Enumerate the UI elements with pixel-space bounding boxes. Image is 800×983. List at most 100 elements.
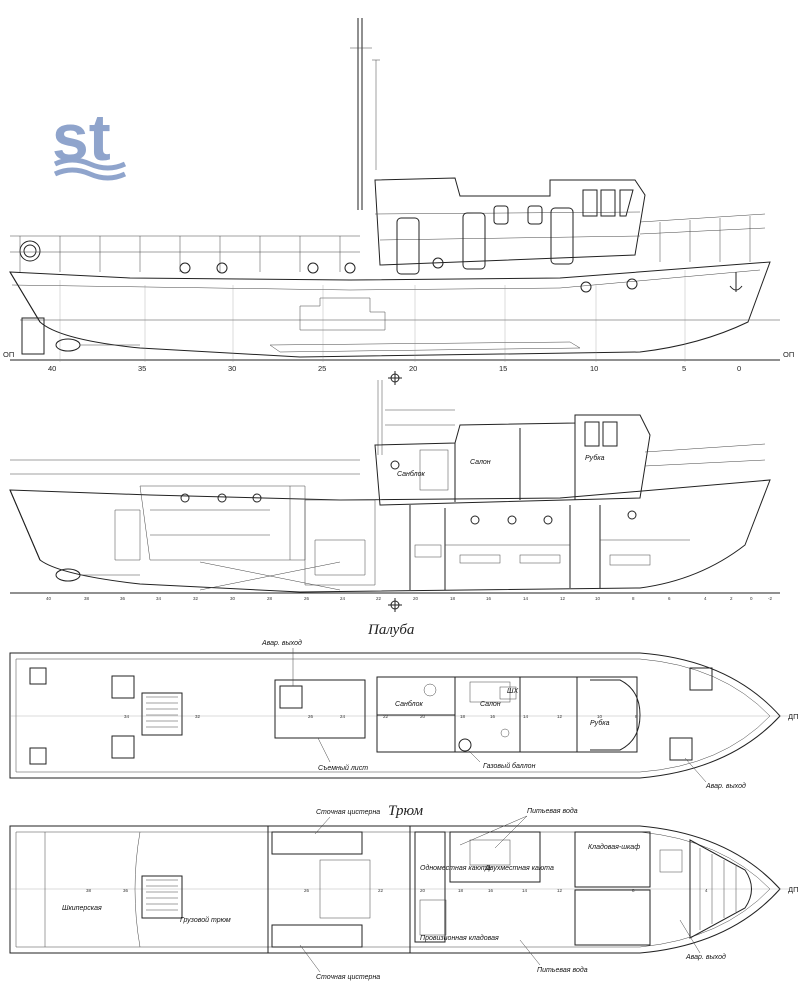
- lifebuoy-icon: [19, 240, 41, 262]
- frame-number: 38: [84, 596, 90, 601]
- profile-frame-grid: [59, 270, 686, 362]
- label-removable-sheet: Съемный лист: [318, 764, 368, 772]
- st-logo: st: [52, 100, 127, 181]
- label-emergency-exit: Авар. выход: [685, 953, 726, 961]
- sewage-tank: [271, 924, 363, 948]
- frame-number: 26: [308, 714, 314, 719]
- frame-number: 40: [48, 364, 56, 373]
- frame-number: 35: [138, 364, 146, 373]
- frame-number: 36: [120, 596, 126, 601]
- frame-number: 4: [705, 888, 708, 893]
- longitudinal-section-view: Санблок Салон Рубка 40 38 36 34 32 30 28…: [9, 380, 780, 612]
- label-salon: Салон: [480, 701, 501, 708]
- frame-number: 12: [560, 596, 566, 601]
- frame-number: 12: [557, 888, 563, 893]
- porthole-icon: [179, 257, 638, 293]
- label-sanblok: Санблок: [397, 470, 426, 478]
- frame-number: 38: [86, 888, 92, 893]
- logo-wave-icon: [53, 157, 127, 171]
- frame-number: 20: [420, 714, 426, 719]
- cargo-hatch: [141, 692, 183, 736]
- deck-title: Палуба: [367, 622, 414, 638]
- label-gas-cylinder: Газовый баллон: [483, 762, 536, 770]
- label-emergency-exit-top: Авар. выход: [261, 639, 302, 647]
- frame-number: 10: [597, 714, 603, 719]
- hold-title: Трюм: [388, 803, 423, 819]
- hold-frame-numbers: 38 36 26 22 20 18 16 14 12 8 4: [86, 888, 708, 893]
- frame-number: 24: [340, 714, 346, 719]
- anchor-icon: [729, 272, 743, 292]
- bitt-icon: [29, 667, 713, 765]
- label-double-cabin: Двухместная каюта: [484, 865, 554, 872]
- frame-number: 14: [523, 714, 529, 719]
- sewage-tank: [271, 831, 363, 855]
- frame-number: 18: [458, 888, 464, 893]
- frame-number: 34: [156, 596, 162, 601]
- frame-number: 5: [682, 364, 686, 373]
- frame-number: 8: [632, 596, 635, 601]
- double-cabin: [449, 831, 541, 883]
- door: [462, 212, 486, 270]
- frame-number: 40: [46, 596, 52, 601]
- deck-frame-numbers: 34 32 26 24 22 20 18 16 14 12 10 8: [124, 714, 638, 719]
- logo-wave-icon: [53, 167, 127, 181]
- frame-number: 22: [378, 888, 384, 893]
- frame-number: 28: [267, 596, 273, 601]
- frame-number: 22: [376, 596, 382, 601]
- frame-number: 32: [195, 714, 201, 719]
- cargo-hatch: [141, 875, 183, 919]
- frame-number: 10: [595, 596, 601, 601]
- hold-plan-view: Трюм ДП Сточная цистерна Питьевая вода: [9, 803, 798, 981]
- frame-number: 20: [409, 364, 417, 373]
- label-emergency-exit-bow: Авар. выход: [705, 782, 746, 790]
- frame-number: 14: [522, 888, 528, 893]
- profile-frame-numbers: 40 35 30 25 20 15 10 5 0: [48, 364, 741, 373]
- frame-number: 2: [730, 596, 733, 601]
- label-sh: ШХ: [507, 688, 518, 695]
- dp-label: ДП: [788, 885, 798, 894]
- label-sewage-bottom: Сточная цистерна: [316, 974, 380, 981]
- hull-profile: [9, 261, 771, 358]
- pantry-cabinet: [574, 831, 651, 888]
- label-rubka: Рубка: [585, 454, 605, 462]
- label-drinking-water-top: Питьевая вода: [527, 807, 578, 815]
- frame-number: 6: [668, 596, 671, 601]
- frame-number: 20: [420, 888, 426, 893]
- section-superstructure: [374, 414, 651, 506]
- gas-cylinder-icon: [458, 738, 472, 752]
- label-sanblok: Санблок: [395, 700, 424, 708]
- frame-number: 16: [490, 714, 496, 719]
- removable-sheet: [274, 679, 366, 739]
- label-single-cabin: Одноместная каюта: [420, 864, 491, 872]
- label-rubka: Рубка: [590, 719, 610, 727]
- section-frame-numbers: 40 38 36 34 32 30 28 26 24 22 20 18 16 1…: [46, 596, 772, 601]
- frame-number: 30: [230, 596, 236, 601]
- side-profile-view: ОП ОП 40 35 30 25 20 15 10 5 0: [3, 18, 794, 385]
- frame-number: 24: [340, 596, 346, 601]
- door: [550, 207, 574, 265]
- label-salon: Салон: [470, 459, 491, 466]
- label-skipper: Шкиперская: [62, 905, 102, 912]
- frame-number: 18: [450, 596, 456, 601]
- label-pantry-cabinet: Кладовая-шкаф: [588, 843, 640, 851]
- railing: [10, 213, 766, 272]
- midship-symbol-icon: [388, 371, 402, 385]
- frame-number: 14: [523, 596, 529, 601]
- label-sewage-top: Сточная цистерна: [316, 809, 380, 816]
- deckhouse: [374, 177, 646, 266]
- frame-number: 36: [123, 888, 129, 893]
- frame-number: 32: [193, 596, 199, 601]
- frame-number: 20: [413, 596, 419, 601]
- label-drinking-water-bottom: Питьевая вода: [537, 966, 588, 974]
- label-provision: Провизионная кладовая: [420, 934, 499, 942]
- frame-number: 26: [304, 888, 310, 893]
- midship-symbol-icon: [388, 598, 402, 612]
- frame-number: 22: [383, 714, 389, 719]
- frame-number: 8: [635, 714, 638, 719]
- frame-number: 15: [499, 364, 507, 373]
- frame-number: 25: [318, 364, 326, 373]
- frame-number: 12: [557, 714, 563, 719]
- frame-number: 30: [228, 364, 236, 373]
- op-label-left: ОП: [3, 350, 14, 359]
